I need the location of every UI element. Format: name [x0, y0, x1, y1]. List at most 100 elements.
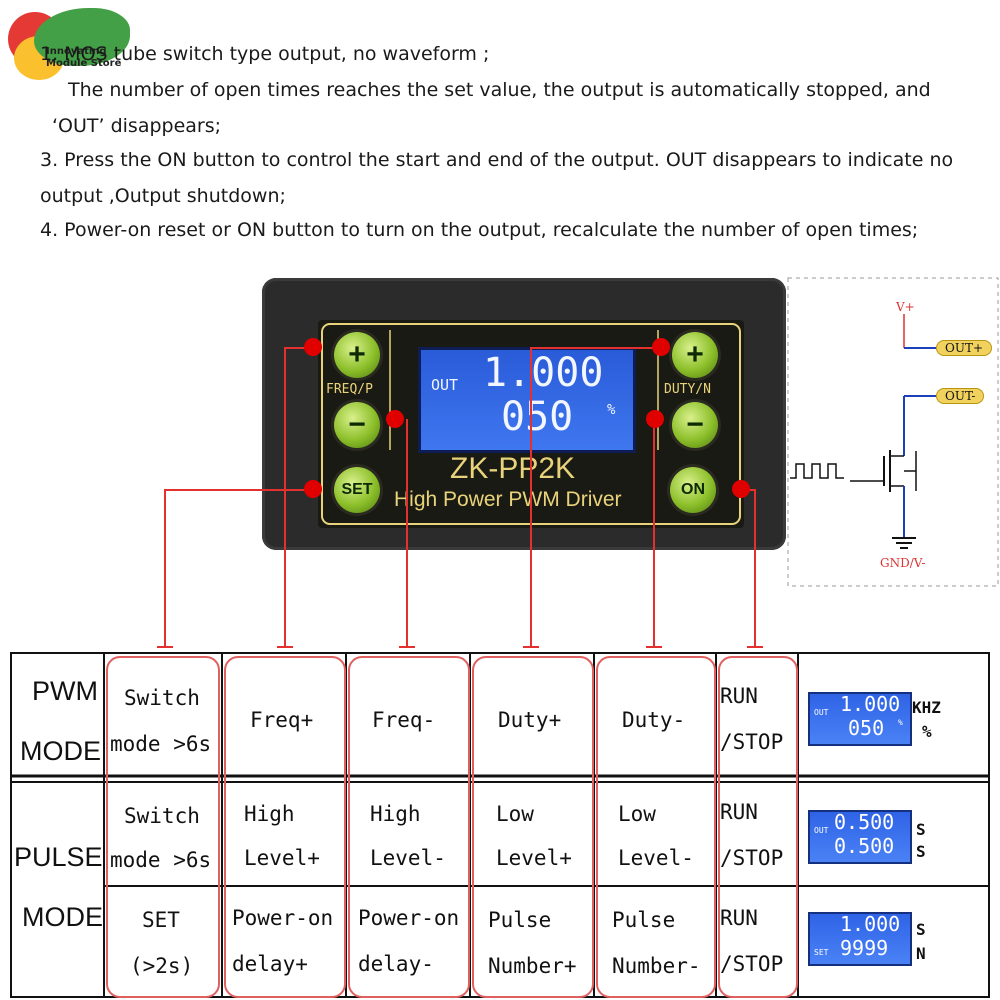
- highlight-col-switch: [106, 656, 220, 998]
- pwm-run-line1: RUN: [720, 684, 758, 708]
- pulse1-col2-line2: Level+: [244, 846, 320, 870]
- marker-set: [304, 480, 322, 498]
- set-button-label: SET: [341, 481, 373, 498]
- instruction-line-5: output ,Output shutdown;: [40, 185, 286, 207]
- pulse-mode-line2: MODE: [22, 902, 103, 932]
- pulse2-col4-line1: Pulse: [488, 908, 552, 932]
- plus-icon: +: [348, 338, 366, 371]
- callout-dutyminus-v: [653, 419, 655, 647]
- marker-duty-minus: [646, 410, 664, 428]
- logo-line2: Module Store: [46, 58, 122, 69]
- callout-dutyminus-cap: [646, 646, 662, 648]
- pulse2-col3-line1: Power-on: [358, 906, 460, 930]
- freq-minus-button[interactable]: −: [334, 402, 380, 448]
- minus-icon: −: [686, 408, 704, 441]
- callout-freqplus-v: [284, 347, 286, 647]
- pulse-mode-line1: PULSE: [14, 842, 103, 872]
- pulse1-col3-line2: Level-: [370, 846, 446, 870]
- pwm-duty-plus: Duty+: [498, 708, 562, 732]
- callout-dutyplus-h: [530, 347, 658, 349]
- pulse1-switch-line1: Switch: [124, 804, 200, 828]
- marker-freq-minus: [386, 410, 404, 428]
- callout-on-cap: [747, 646, 763, 648]
- pulse1-col5-line1: Low: [618, 802, 656, 826]
- duty-label: DUTY/N: [664, 382, 711, 397]
- callout-freqplus-cap: [277, 646, 293, 648]
- pulse1-col5-line2: Level-: [618, 846, 694, 870]
- pulse-display-unit1: S: [916, 820, 926, 839]
- duty-plus-button[interactable]: +: [672, 332, 718, 378]
- callout-set-cap: [157, 646, 173, 648]
- pulse2-col2-line2: delay+: [232, 952, 308, 976]
- mini2-top: 0.500: [834, 810, 895, 834]
- callout-set-h: [164, 489, 314, 491]
- circuit-gnd-label: GND/V-: [880, 556, 926, 570]
- freq-label: FREQ/P: [326, 382, 373, 397]
- pulse1-switch-line2: mode >6s: [110, 848, 212, 872]
- pulse1-run-line2: /STOP: [720, 846, 784, 870]
- pulse2-run-line1: RUN: [720, 906, 758, 930]
- circuit-vplus-label: V+: [896, 300, 915, 314]
- pwm-display-unit2: %: [922, 722, 932, 741]
- lcd-duty-value: 050: [501, 394, 574, 440]
- store-logo: Innovating Module Store: [8, 6, 130, 96]
- mini1-bottom: 050: [848, 716, 885, 740]
- pwm-switch-line1: Switch: [124, 686, 200, 710]
- instruction-line-6: 4. Power-on reset or ON button to turn o…: [40, 219, 919, 241]
- pulse2-col5-line1: Pulse: [612, 908, 676, 932]
- instruction-line-4: 3. Press the ON button to control the st…: [40, 149, 954, 171]
- pulse2-col2-line1: Power-on: [232, 906, 334, 930]
- circuit-outplus-tag: OUT+: [936, 340, 993, 356]
- circuit-wiring: [787, 277, 999, 587]
- pulse1-col4-line2: Level+: [496, 846, 572, 870]
- duty-minus-button[interactable]: −: [672, 402, 718, 448]
- mini3-top: 1.000: [840, 912, 901, 936]
- lcd-frequency-value: 1.000: [483, 350, 604, 396]
- set-button[interactable]: SET: [334, 467, 380, 513]
- callout-dutyplus-cap: [523, 646, 539, 648]
- minus-icon: −: [348, 408, 366, 441]
- pulse1-col4-line1: Low: [496, 802, 534, 826]
- pulse1-col2-line1: High: [244, 802, 295, 826]
- highlight-col-runstop: [718, 656, 798, 998]
- pulse-display-unit2: S: [916, 842, 926, 861]
- logo-green-leaf: [34, 8, 130, 66]
- callout-on-v: [754, 489, 756, 647]
- instruction-line-2: The number of open times reaches the set…: [68, 79, 931, 101]
- pulse1-col3-line1: High: [370, 802, 421, 826]
- callout-set-v: [164, 489, 166, 647]
- on-button[interactable]: ON: [670, 467, 716, 513]
- callout-freqplus-h: [284, 347, 314, 349]
- callout-freqminus-v: [406, 419, 408, 647]
- instruction-line-3: ‘OUT’ disappears;: [52, 115, 222, 137]
- pwm-freq-minus: Freq-: [372, 708, 436, 732]
- callout-dutyplus-v: [530, 347, 532, 647]
- highlight-col-freqminus: [348, 656, 470, 998]
- marker-freq-plus: [304, 338, 322, 356]
- marker-on: [732, 480, 750, 498]
- pwm-mode-line2: MODE: [20, 736, 101, 766]
- pulse1-run-line1: RUN: [720, 800, 758, 824]
- set-display-unit2: N: [916, 944, 926, 963]
- mini1-top: 1.000: [840, 692, 901, 716]
- pulse2-set-line2: (>2s): [130, 954, 194, 978]
- device-subtitle: High Power PWM Driver: [394, 488, 622, 511]
- pwm-run-line2: /STOP: [720, 730, 784, 754]
- pwm-mode-line1: PWM: [32, 676, 98, 706]
- pwm-switch-line2: mode >6s: [110, 732, 212, 756]
- callout-freqminus-cap: [399, 646, 415, 648]
- pulse2-set-line1: SET: [142, 908, 180, 932]
- button-function-table: PWM MODE PULSE MODE Switch mode >6s Freq…: [10, 652, 990, 998]
- mini3-bottom: 9999: [840, 936, 889, 960]
- pwm-mode-display: OUT 1.000 050 %: [808, 692, 912, 746]
- device-lcd-display: OUT 1.000 050 %: [418, 347, 636, 453]
- highlight-col-dutyplus: [472, 656, 594, 998]
- highlight-col-freqplus: [224, 656, 346, 998]
- mini1-tag: OUT: [814, 708, 829, 717]
- set-display-unit1: S: [916, 920, 926, 939]
- mini2-tag: OUT: [814, 826, 829, 835]
- instruction-line-1: 1. MOS tube switch type output, no wavef…: [40, 43, 490, 65]
- freq-plus-button[interactable]: +: [334, 332, 380, 378]
- on-button-label: ON: [681, 481, 705, 498]
- circuit-outminus-tag: OUT-: [936, 388, 985, 404]
